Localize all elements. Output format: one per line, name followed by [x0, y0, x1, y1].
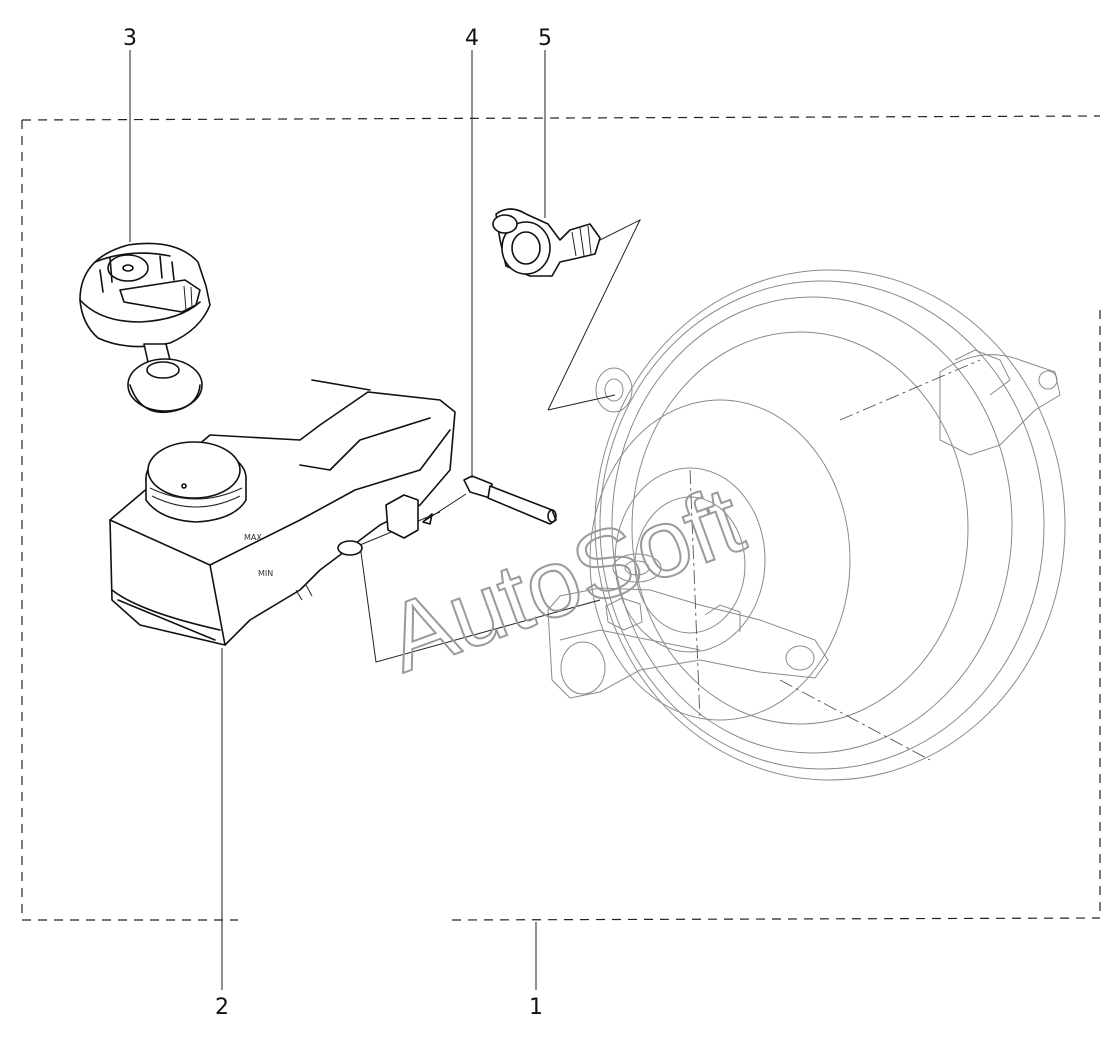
seal-grommet	[492, 208, 601, 277]
callout-5: 5	[538, 26, 552, 51]
brake-fluid-reservoir: MAX MIN	[109, 379, 456, 646]
leader-lines	[129, 50, 546, 990]
callout-2: 2	[215, 995, 229, 1020]
reservoir-cap	[79, 242, 211, 414]
watermark-text: AutoSoft	[373, 466, 756, 692]
callout-1: 1	[529, 995, 543, 1020]
assembly-boundary	[21, 115, 1101, 921]
brake-booster-ghost	[547, 269, 1066, 781]
callout-3: 3	[123, 26, 137, 51]
callout-4: 4	[465, 26, 479, 51]
retaining-pin	[422, 475, 557, 525]
svg-text:MIN: MIN	[258, 569, 273, 578]
svg-text:MAX: MAX	[244, 533, 262, 542]
